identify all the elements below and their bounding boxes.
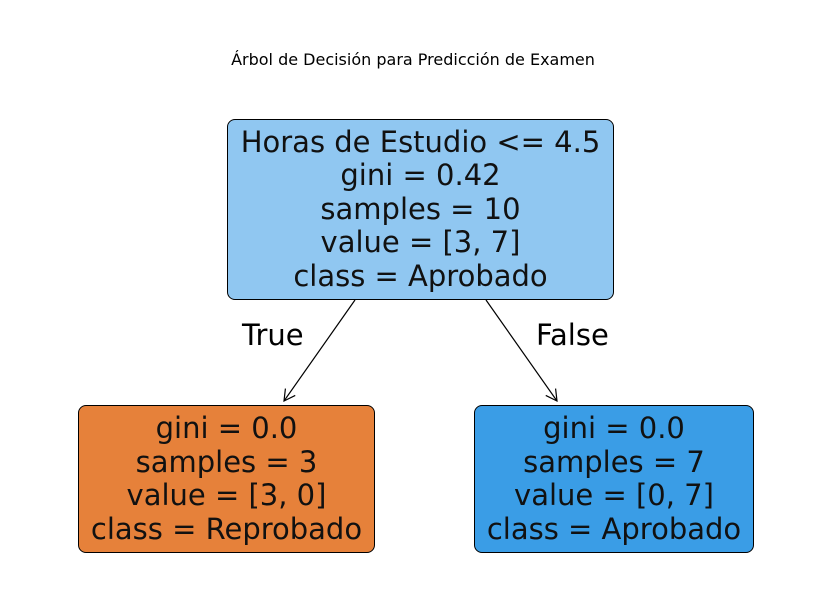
edge-label-true: True [242, 318, 304, 352]
node-line: value = [3, 7] [320, 225, 521, 260]
node-line: gini = 0.0 [155, 411, 298, 445]
node-line: gini = 0.0 [543, 411, 685, 445]
leaf-node-right: gini = 0.0 samples = 7 value = [0, 7] cl… [474, 405, 754, 553]
node-line: value = [3, 0] [126, 478, 327, 512]
leaf-node-left: gini = 0.0 samples = 3 value = [3, 0] cl… [78, 405, 375, 553]
node-line: Horas de Estudio <= 4.5 [240, 124, 601, 159]
root-node: Horas de Estudio <= 4.5 gini = 0.42 samp… [227, 119, 614, 300]
node-line: samples = 10 [320, 191, 521, 226]
node-line: samples = 3 [135, 444, 318, 479]
node-line: gini = 0.42 [340, 158, 501, 193]
node-line: samples = 7 [523, 444, 705, 479]
edge-true [283, 299, 356, 403]
diagram-title: Árbol de Decisión para Predicción de Exa… [231, 50, 595, 69]
node-line: class = Aprobado [293, 258, 548, 293]
node-line: class = Aprobado [486, 511, 742, 546]
edge-label-false: False [536, 318, 609, 352]
node-line: value = [0, 7] [514, 478, 714, 512]
edge-false [485, 299, 558, 403]
node-line: class = Reprobado [90, 511, 363, 546]
